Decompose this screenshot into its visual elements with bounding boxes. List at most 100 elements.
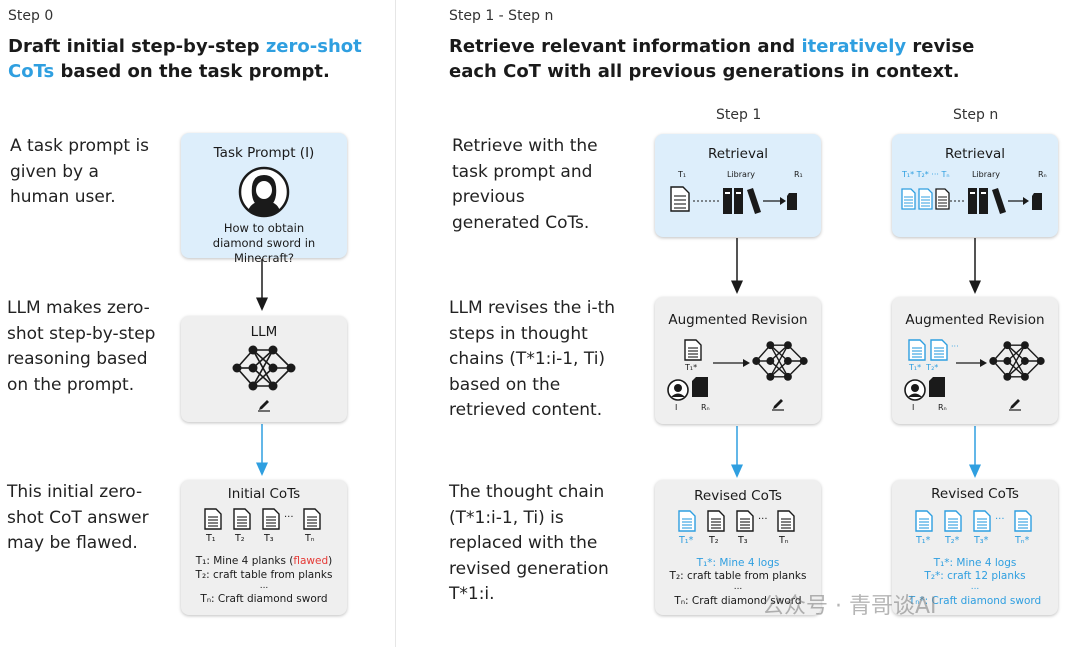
initial-cot-line3: Tₙ: Craft diamond sword bbox=[200, 593, 328, 605]
task-prompt-question: How to obtain diamond sword in Minecraft… bbox=[212, 221, 316, 265]
initial-cots-box: Initial CoTs ··· T₁ T₂ T₃ Tₙ T₁: Mine 4 … bbox=[181, 480, 347, 615]
initial-cot-line1: T₁: Mine 4 planks (flawed) bbox=[195, 555, 333, 567]
document-icon bbox=[303, 508, 321, 530]
pencil-icon bbox=[1009, 399, 1021, 411]
document-icon bbox=[262, 508, 280, 530]
cot-label: Tₙ bbox=[305, 533, 315, 544]
llm-box: LLM bbox=[181, 316, 347, 422]
revised-cots-title: Revised CoTs bbox=[931, 486, 1019, 502]
cot-label: Tₙ bbox=[779, 535, 789, 546]
document-icon bbox=[777, 510, 795, 532]
column-stepn-header: Step n bbox=[953, 107, 999, 123]
cot-label: T₁ bbox=[206, 533, 216, 544]
retrieval-box-step1: Retrieval T₁ Library R₁ bbox=[655, 134, 821, 237]
augmented-revision-box-stepn: Augmented Revision ··· T₁* T₂* I Rₙ bbox=[892, 297, 1058, 424]
cot-label: T₁* bbox=[679, 535, 694, 546]
column-step1-header: Step 1 bbox=[716, 107, 762, 123]
revised-cot-line2: T₂*: craft 12 planks bbox=[924, 570, 1026, 582]
revised-cots-title: Revised CoTs bbox=[694, 488, 782, 504]
initial-doc-row: ··· T₁ T₂ T₃ Tₙ bbox=[203, 508, 328, 548]
augmented-revision-title: Augmented Revision bbox=[905, 312, 1045, 328]
task-prompt-title: Task Prompt (I) bbox=[213, 145, 315, 161]
aug-t-label: T₁* T₂* bbox=[909, 363, 939, 372]
revised-cot-line3: Tₙ: Craft diamond sword bbox=[674, 595, 802, 607]
svg-text:···: ··· bbox=[951, 342, 959, 351]
aug-r-label: Rₙ bbox=[938, 403, 947, 412]
arrow-icon bbox=[956, 359, 987, 367]
revised-doc-row: ··· T₁* T₂ T₃ Tₙ bbox=[677, 510, 802, 550]
retrieval-description: Retrieve with the task prompt and previo… bbox=[452, 136, 598, 233]
llm-title: LLM bbox=[250, 324, 278, 340]
ellipsis-dots: ··· bbox=[758, 514, 768, 525]
initial-cots-title: Initial CoTs bbox=[227, 486, 301, 502]
revised-cot-ellipsis: ... bbox=[733, 582, 743, 592]
document-stack-icon bbox=[901, 188, 964, 210]
cot-label: T₃* bbox=[974, 535, 989, 546]
document-icon bbox=[233, 508, 251, 530]
llm-description: LLM makes zero-shot step-by-step reasoni… bbox=[7, 298, 156, 395]
aug-i-label: I bbox=[675, 403, 678, 412]
initial-cot-ellipsis: ... bbox=[259, 581, 269, 591]
arrow-icon bbox=[713, 359, 750, 367]
augmented-revision-box-step1: Augmented Revision T₁* I Rₙ bbox=[655, 297, 821, 424]
library-label: Library bbox=[972, 170, 1000, 179]
revised-cot-line1: T₁*: Mine 4 logs bbox=[696, 557, 780, 569]
replacement-description: The thought chain (T*1:i-1, Ti) is repla… bbox=[449, 482, 609, 604]
task-prompt-box: Task Prompt (I) How to obtain diamond sw… bbox=[181, 133, 347, 265]
revised-cot-line2: T₂: craft table from planks bbox=[669, 570, 807, 582]
cot-label: T₂ bbox=[235, 533, 245, 544]
step1n-label: Step 1 - Step n bbox=[449, 8, 554, 24]
document-icon bbox=[707, 510, 725, 532]
ellipsis-dots: ··· bbox=[284, 512, 294, 523]
revised-cots-box-step1: Revised CoTs ··· T₁* T₂ T₃ Tₙ T₁*: Mine … bbox=[655, 480, 821, 615]
step0-label: Step 0 bbox=[8, 8, 54, 24]
document-icon bbox=[670, 186, 690, 212]
aug-r-label: Rₙ bbox=[701, 403, 710, 412]
cot-label: T₃ bbox=[738, 535, 748, 546]
user-avatar-icon bbox=[904, 379, 926, 401]
panel-divider bbox=[395, 0, 396, 647]
pencil-icon bbox=[258, 400, 270, 412]
retrieval-title: Retrieval bbox=[708, 146, 768, 162]
revised-cots-box-stepn: Revised CoTs ··· T₁* T₂* T₃* Tₙ* T₁*: Mi… bbox=[892, 480, 1058, 615]
neural-network-icon bbox=[989, 341, 1045, 381]
neural-network-icon bbox=[752, 341, 808, 381]
library-label: Library bbox=[727, 170, 755, 179]
document-icon bbox=[736, 510, 754, 532]
retrieval-r-label: Rₙ bbox=[1038, 170, 1047, 179]
document-icon bbox=[204, 508, 222, 530]
task-prompt-description: A task prompt is given by a human user. bbox=[10, 136, 150, 207]
initial-cot-line2: T₂: craft table from planks bbox=[195, 569, 333, 581]
revised-doc-row: ··· T₁* T₂* T₃* Tₙ* bbox=[914, 510, 1039, 550]
retrieval-t-label: T₁* T₂* ··· Tₙ bbox=[902, 170, 950, 179]
retrieval-t-label: T₁ bbox=[678, 170, 687, 179]
document-icon bbox=[915, 510, 933, 532]
cot-label: Tₙ* bbox=[1015, 535, 1030, 546]
aug-t-label: T₁* bbox=[685, 363, 698, 372]
cot-label: T₁* bbox=[916, 535, 931, 546]
aug-i-label: I bbox=[912, 403, 915, 412]
user-avatar-icon bbox=[238, 166, 290, 218]
document-icon bbox=[973, 510, 991, 532]
revised-cot-ellipsis: ... bbox=[970, 582, 980, 592]
neural-network-icon bbox=[232, 345, 296, 391]
step1n-heading: Retrieve relevant information and iterat… bbox=[449, 36, 975, 82]
pencil-icon bbox=[772, 399, 784, 411]
document-icon bbox=[1014, 510, 1032, 532]
revised-cot-line1: T₁*: Mine 4 logs bbox=[933, 557, 1017, 569]
retrieval-title: Retrieval bbox=[945, 146, 1005, 162]
step0-heading: Draft initial step-by-step zero-shot CoT… bbox=[8, 36, 362, 82]
library-books-icon bbox=[968, 188, 1042, 214]
retrieval-box-stepn: Retrieval T₁* T₂* ··· Tₙ Library Rₙ bbox=[892, 134, 1058, 237]
retrieval-r-label: R₁ bbox=[794, 170, 803, 179]
cot-label: T₂* bbox=[945, 535, 960, 546]
result-doc-icon bbox=[692, 377, 708, 397]
document-icon bbox=[684, 339, 702, 361]
cot-label: T₂ bbox=[709, 535, 719, 546]
cot-label: T₃ bbox=[264, 533, 274, 544]
initial-cot-description: This initial zero-shot CoT answer may be… bbox=[7, 482, 149, 553]
augmented-revision-title: Augmented Revision bbox=[668, 312, 808, 328]
ellipsis-dots: ··· bbox=[995, 514, 1005, 525]
document-stack-icon: ··· bbox=[908, 339, 959, 361]
